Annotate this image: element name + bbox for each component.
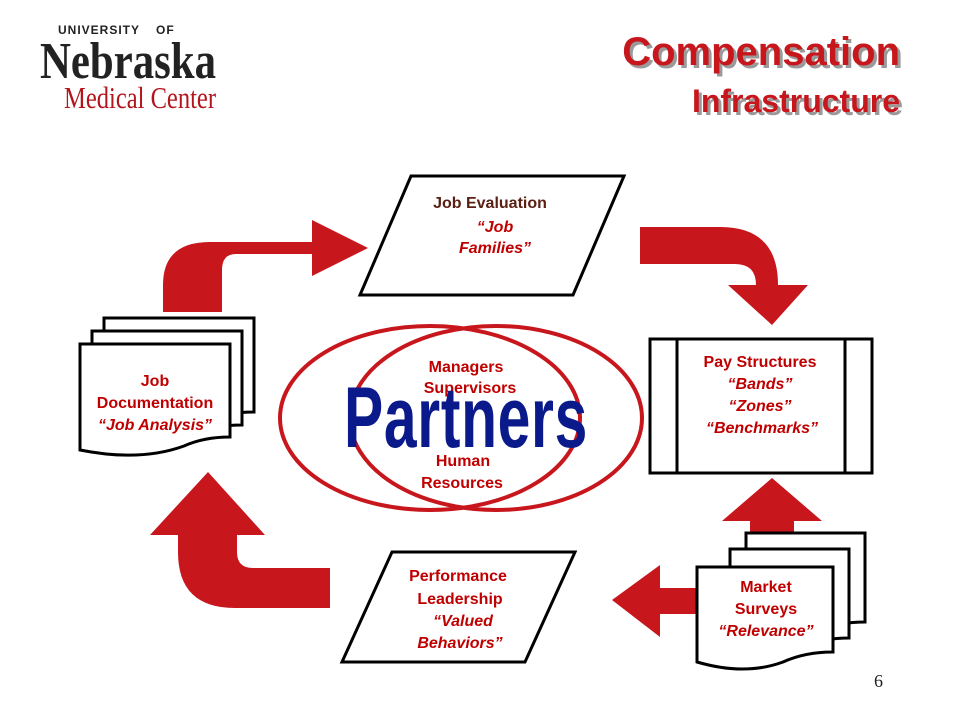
market-surveys-line1: Market (740, 579, 792, 596)
pay-structures-benchmarks: “Benchmarks” (706, 420, 818, 437)
partners-venn: Managers Supervisors Human Resources Par… (278, 324, 644, 512)
performance-box: Performance Leadership “Valued Behaviors… (339, 550, 578, 664)
arrow-market-to-performance (612, 565, 697, 637)
job-documentation-line1: Job (141, 373, 170, 390)
performance-line3: “Valued (433, 613, 494, 630)
title-line2: Infrastructure (692, 83, 900, 119)
performance-line1: Performance (409, 568, 507, 585)
job-evaluation-line3: Families” (459, 240, 531, 257)
title-line2-shadow: Infrastructure (695, 86, 903, 122)
arrow-performance-to-doc (150, 472, 330, 608)
job-documentation-doc: Job Documentation “Job Analysis” (78, 316, 256, 457)
logo-medical-center-text: Medical Center (64, 80, 217, 115)
arrow-market-to-pay (722, 478, 822, 545)
venn-supervisors: Supervisors (424, 380, 517, 397)
page-number: 6 (874, 671, 883, 691)
job-evaluation-title: Job Evaluation (433, 195, 547, 212)
pay-structures-title: Pay Structures (704, 354, 817, 371)
job-evaluation-box: Job Evaluation “Job Families” (357, 174, 627, 297)
cycle-arrows (150, 220, 822, 637)
pay-structures-bands: “Bands” (728, 376, 793, 393)
performance-line2: Leadership (417, 591, 503, 608)
logo-of-text: OF (156, 23, 175, 37)
venn-circle-right (348, 324, 644, 512)
pay-structures-box: Pay Structures “Bands” “Zones” “Benchmar… (648, 337, 874, 475)
title-line1: Compensation (622, 30, 900, 74)
partners-word: Partners (344, 370, 588, 466)
market-surveys-line2: Surveys (735, 601, 797, 618)
page-title: Compensation Compensation Infrastructure… (622, 30, 903, 122)
venn-human: Human (436, 453, 490, 470)
venn-circle-left (278, 324, 582, 512)
logo-nebraska-text: Nebraska (40, 33, 216, 90)
venn-managers: Managers (429, 359, 504, 376)
arrow-evaluation-to-pay (640, 227, 808, 325)
job-documentation-line2: Documentation (97, 395, 213, 412)
performance-line4: Behaviors” (417, 635, 502, 652)
pay-structures-zones: “Zones” (728, 398, 791, 415)
market-surveys-relevance: “Relevance” (718, 623, 813, 640)
arrow-doc-to-evaluation (163, 220, 368, 312)
venn-resources: Resources (421, 475, 503, 492)
job-documentation-line3: “Job Analysis” (98, 417, 212, 434)
job-evaluation-line2: “Job (477, 219, 514, 236)
unmc-logo: UNIVERSITY OF Nebraska Medical Center (40, 23, 217, 115)
title-line1-shadow: Compensation (625, 33, 903, 77)
market-surveys-doc: Market Surveys “Relevance” (695, 531, 867, 671)
logo-university-text: UNIVERSITY (58, 23, 140, 37)
